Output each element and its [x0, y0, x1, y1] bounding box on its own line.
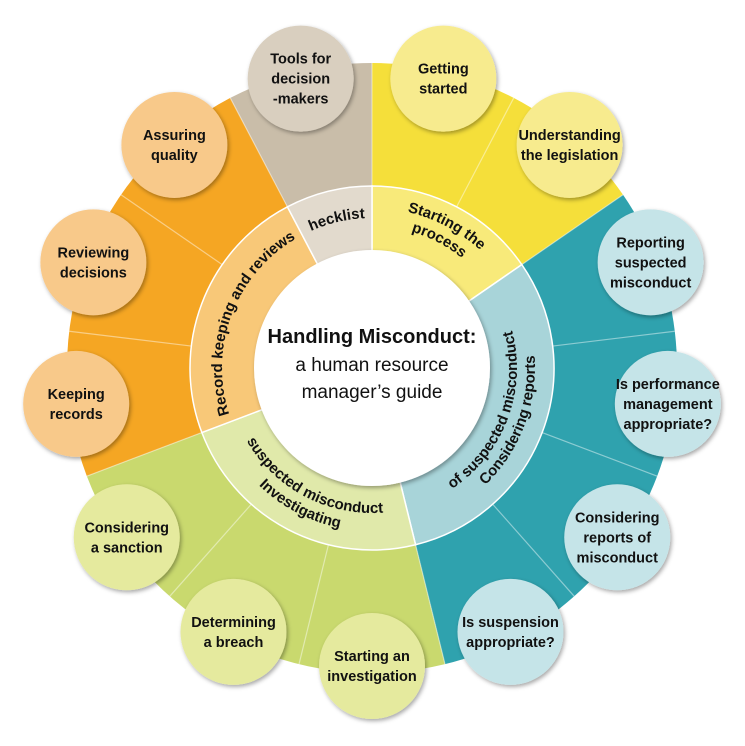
sector-divider-line: [521, 194, 624, 266]
topic-node[interactable]: Keeping records: [23, 350, 130, 457]
topic-node-label: Getting: [418, 62, 469, 78]
topic-node-label: Keeping: [48, 387, 105, 403]
center-title: Handling Misconduct:: [268, 326, 477, 348]
topic-node-label: records: [50, 407, 103, 423]
topic-node[interactable]: Reviewing decisions: [40, 209, 147, 316]
sector-divider-line: [169, 503, 252, 597]
topic-node[interactable]: Is suspension appropriate?: [457, 578, 564, 685]
sector-divider-line: [298, 544, 330, 665]
topic-node-label: appropriate?: [624, 417, 713, 433]
topic-node-label: Determining: [191, 615, 276, 631]
topic-node-label: management: [623, 397, 713, 413]
center-subtitle-line2: manager’s guide: [302, 382, 443, 403]
topic-node-label: appropriate?: [466, 635, 555, 651]
topic-node-label: misconduct: [610, 275, 692, 291]
topic-node-label: Reporting: [616, 235, 684, 251]
topic-node-label: Tools for: [270, 52, 331, 68]
topic-node-circle[interactable]: [319, 613, 425, 719]
topic-node[interactable]: Is performance management appropriate?: [614, 350, 721, 457]
topic-node-circle[interactable]: [457, 578, 564, 685]
sector-divider-line: [492, 503, 575, 597]
center-subtitle-line1: a human resource: [295, 355, 448, 376]
topic-node-label: Starting an: [334, 649, 410, 665]
topic-node-label: decision: [271, 72, 330, 88]
topic-node-label: started: [419, 82, 467, 98]
topic-node-circle[interactable]: [564, 484, 671, 591]
sector-divider-line: [456, 97, 515, 208]
topic-node-label: -makers: [273, 92, 329, 108]
topic-node[interactable]: Assuring quality: [121, 91, 228, 198]
topic-node-label: a breach: [204, 635, 264, 651]
topic-node-circle[interactable]: [40, 209, 147, 316]
topic-node[interactable]: Determining a breach: [180, 578, 287, 685]
sector-divider-line: [86, 431, 203, 477]
center-hub: Handling Misconduct: a human resource ma…: [254, 250, 490, 486]
topic-node-label: misconduct: [577, 550, 659, 566]
topic-node[interactable]: Starting an investigation: [319, 613, 425, 719]
sector-divider-line: [69, 330, 192, 347]
middle-ring: [189, 185, 555, 551]
sector-dividers: [69, 63, 675, 665]
topic-node-circle[interactable]: [390, 25, 497, 132]
topic-node-label: a sanction: [91, 540, 163, 556]
topic-node[interactable]: Understanding the legislation: [516, 91, 623, 198]
topic-node-circle[interactable]: [614, 350, 721, 457]
topic-node-circle[interactable]: [23, 350, 130, 457]
topic-node-circle[interactable]: [73, 484, 180, 591]
topic-node-circle[interactable]: [180, 578, 287, 685]
sector-divider-line: [120, 194, 223, 266]
sector-divider-line: [414, 544, 446, 665]
topic-node-label: quality: [151, 148, 198, 164]
topic-node-label: investigation: [327, 669, 416, 685]
topic-node-label: Considering: [575, 510, 660, 526]
topic-node-label: the legislation: [521, 148, 619, 164]
center-circle: [254, 250, 490, 486]
topic-node-label: Is suspension: [462, 615, 559, 631]
sector-divider-line: [541, 431, 658, 477]
topic-node-label: Considering: [84, 520, 169, 536]
topic-node[interactable]: Getting started: [390, 25, 497, 132]
topic-node-label: Assuring: [143, 128, 206, 144]
topic-node-circle[interactable]: [247, 25, 354, 132]
topic-node[interactable]: Tools for decision -makers: [247, 25, 354, 132]
topic-node-label: Understanding: [518, 128, 620, 144]
topic-node-circle[interactable]: [597, 209, 704, 316]
topic-node-label: suspected: [615, 255, 687, 271]
topic-node[interactable]: Considering reports of misconduct: [564, 484, 671, 591]
topic-node-label: Reviewing: [58, 245, 130, 261]
topic-node[interactable]: Reporting suspected misconduct: [597, 209, 704, 316]
topic-node-label: Is performance: [616, 377, 720, 393]
sector-divider-line: [552, 330, 675, 347]
sector-divider-line: [229, 97, 288, 208]
topic-node-label: reports of: [583, 530, 651, 546]
topic-node-label: decisions: [60, 265, 127, 281]
topic-node[interactable]: Considering a sanction: [73, 484, 180, 591]
topic-node-circle[interactable]: [121, 91, 228, 198]
topic-node-circle[interactable]: [516, 91, 623, 198]
